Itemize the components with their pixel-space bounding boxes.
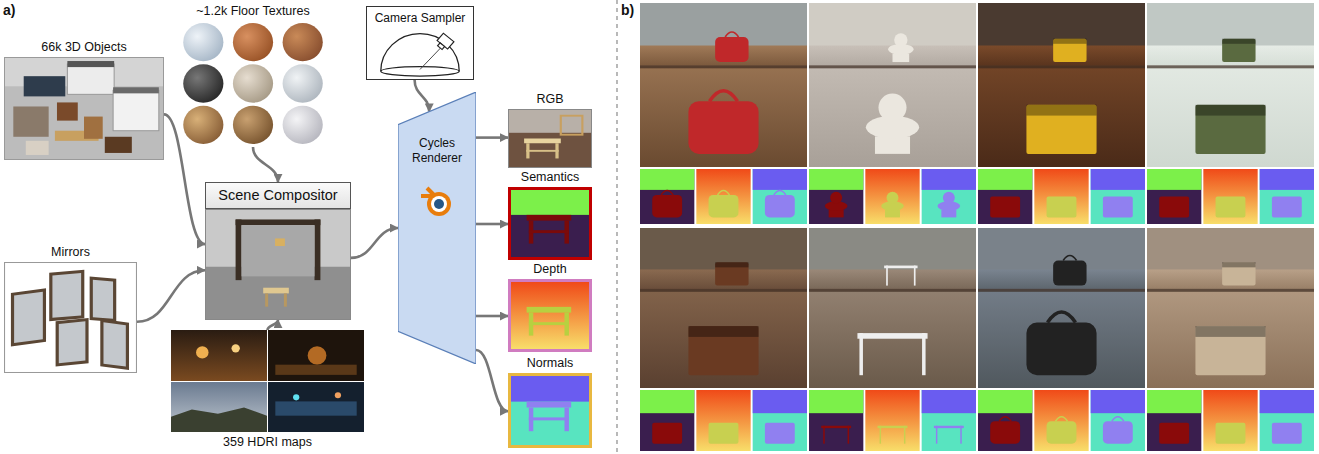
- output-depth: Depth: [508, 262, 592, 352]
- node-artwork: [4, 262, 137, 373]
- node-artwork: [508, 279, 592, 352]
- node-artwork: [369, 26, 471, 77]
- objects-render: [5, 58, 163, 159]
- object-set: 66k 3D Objects: [4, 40, 164, 160]
- mirror-models: [4, 262, 137, 373]
- camera-box: Camera Sampler: [366, 6, 474, 80]
- compositor-header: Scene Compositor: [205, 182, 351, 209]
- composed-scene: [206, 210, 350, 319]
- flow-arrow: [476, 315, 508, 318]
- node-label: Mirrors: [4, 245, 137, 260]
- compositor-box: Scene Compositor: [205, 182, 351, 320]
- output-rgb: RGB: [508, 92, 592, 168]
- normal-output: [511, 376, 589, 445]
- node-artwork: [205, 209, 351, 320]
- renderer-trapezoid: [398, 92, 476, 364]
- node-label: Camera Sampler: [369, 11, 471, 26]
- output-normals: Normals: [508, 356, 592, 448]
- semantic-output: [511, 190, 589, 257]
- camera-dome: [369, 26, 471, 77]
- panel-letter: a): [3, 2, 15, 18]
- node-label: Scene Compositor: [210, 187, 346, 204]
- flow-arrow: [253, 147, 278, 182]
- flow-arrow: [476, 136, 508, 139]
- rgb-output: [509, 110, 591, 167]
- flow-arrow: [137, 270, 205, 321]
- panel-letter: b): [621, 2, 634, 18]
- divider: [616, 0, 617, 454]
- texture-spheres: [179, 21, 327, 147]
- node-label: Depth: [508, 262, 592, 277]
- flow-arrow: [351, 228, 398, 258]
- blender-logo: [417, 180, 457, 220]
- renderer-shape: Cycles Renderer: [398, 92, 476, 364]
- node-label: Cycles Renderer: [398, 136, 476, 166]
- sample-renders: [640, 3, 1314, 451]
- node-artwork: [171, 330, 364, 432]
- node-artwork: [508, 109, 592, 168]
- mirror-set: Mirrors: [4, 245, 137, 373]
- flow-arrow: [268, 320, 279, 330]
- node-label: Normals: [508, 356, 592, 371]
- flow-arrow: [476, 223, 508, 226]
- node-artwork: [179, 21, 327, 147]
- node-label: 359 HDRI maps: [171, 435, 364, 450]
- node-label: ~1.2k Floor Textures: [179, 4, 327, 19]
- node-label: Semantics: [508, 170, 592, 185]
- node-label: RGB: [508, 92, 592, 107]
- flow-arrow: [415, 80, 430, 112]
- node-artwork: [4, 57, 164, 160]
- hdri-maps: [171, 330, 364, 432]
- hdri-set: 359 HDRI maps: [171, 330, 364, 450]
- node-label: 66k 3D Objects: [4, 40, 164, 55]
- node-artwork: [508, 187, 592, 260]
- flow-arrow: [476, 350, 508, 411]
- depth-output: [511, 282, 589, 349]
- output-semantics: Semantics: [508, 170, 592, 260]
- texture-set: ~1.2k Floor Textures: [179, 4, 327, 147]
- node-artwork: [508, 373, 592, 448]
